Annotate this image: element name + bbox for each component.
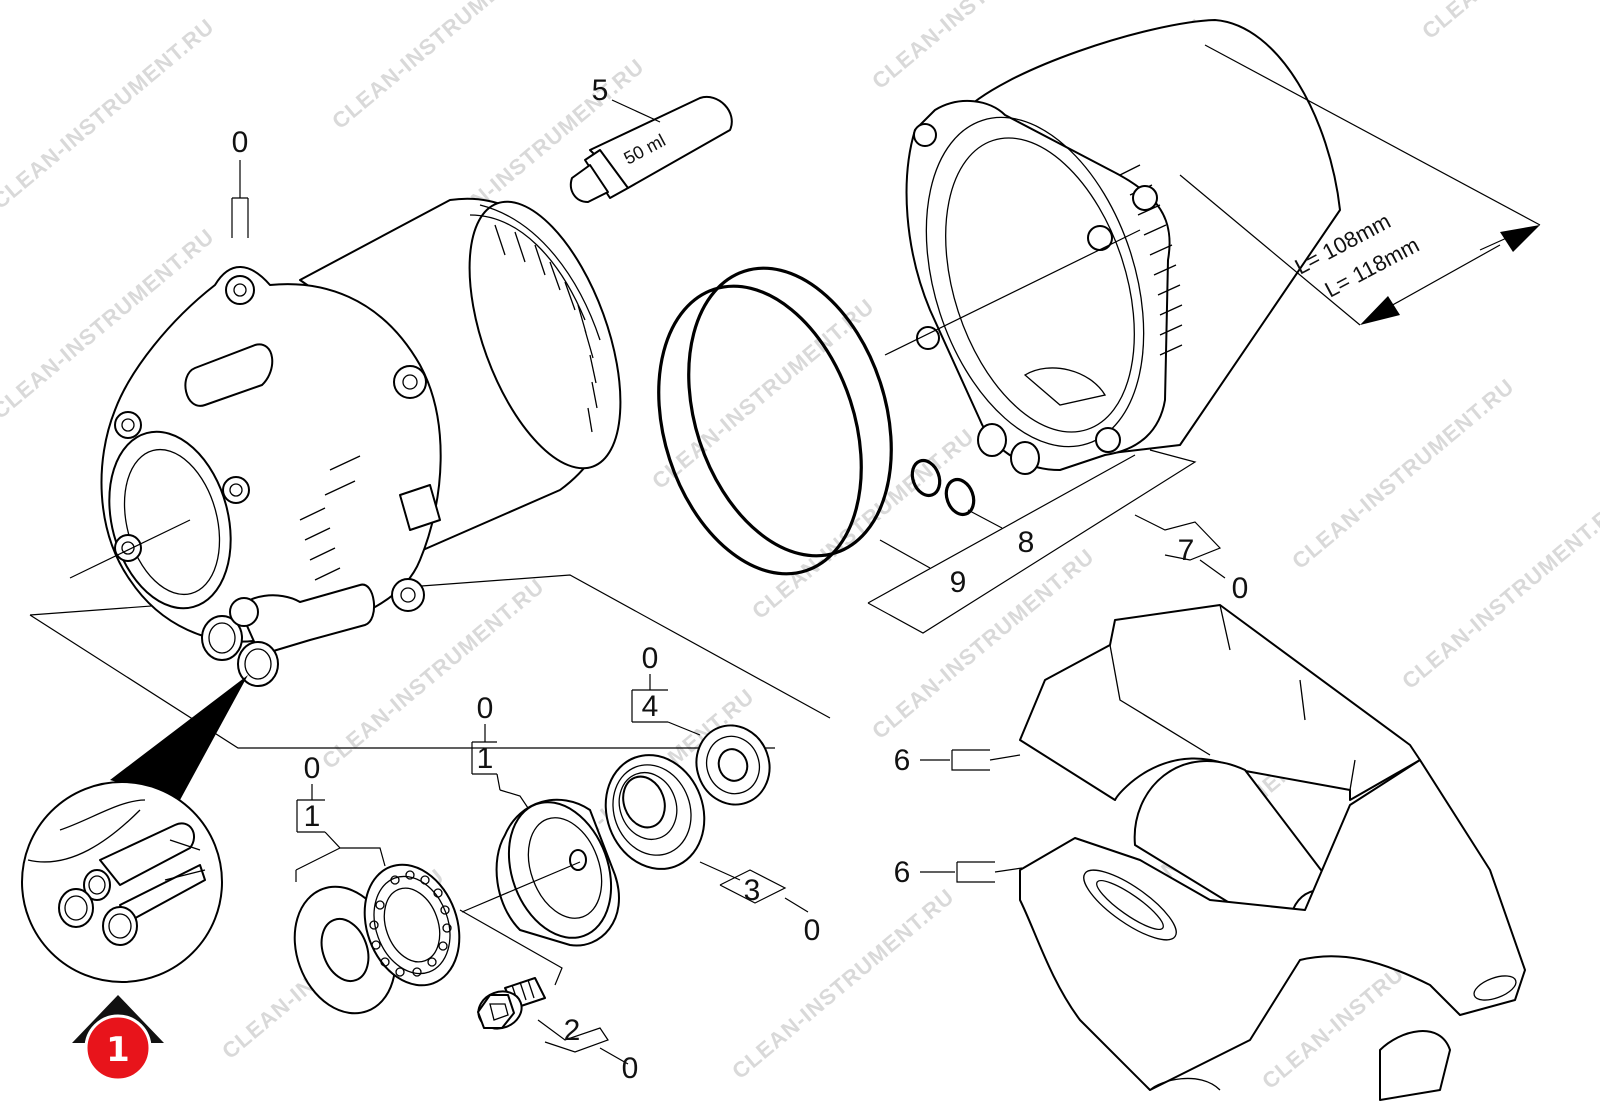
watermark: CLEAN-INSTRUMENT.RU — [1417, 0, 1600, 44]
callout-6-lower: 6 — [894, 856, 1023, 889]
callout-sub-label: 0 — [622, 1052, 639, 1085]
callout-top-label: 0 — [477, 692, 494, 725]
callout-6-upper: 6 — [894, 744, 1021, 777]
flange-bolt — [477, 977, 546, 1030]
assembly-group-outline-right — [867, 449, 1197, 634]
callout-label: 8 — [1018, 526, 1035, 559]
callout-label: 3 — [744, 874, 761, 907]
detail-view — [21, 675, 248, 983]
callout-top-label: 0 — [304, 752, 321, 785]
detail-badge: 1 — [72, 995, 164, 1082]
watermark: CLEAN-INSTRUMENT.RU — [327, 0, 559, 134]
callout-label: 7 — [1178, 534, 1195, 567]
watermark: CLEAN-INSTRUMENT.RU — [727, 884, 959, 1084]
callout-5: 5 — [592, 74, 661, 123]
detail-badge-number: 1 — [106, 1030, 130, 1070]
watermark: CLEAN-INSTRUMENT.RU — [1287, 374, 1519, 574]
large-o-ring — [657, 266, 893, 576]
callout-label: 4 — [642, 690, 659, 723]
callout-sub-label: 0 — [804, 914, 821, 947]
callout-9: 9 — [879, 539, 967, 599]
callout-8: 8 — [967, 509, 1035, 559]
callout-label: 1 — [477, 742, 494, 775]
callout-0-top: 0 — [231, 126, 249, 238]
needle-thrust-bearing — [363, 863, 461, 987]
pump-housing — [69, 197, 622, 687]
callout-label: 2 — [564, 1014, 581, 1047]
callout-1a: 0 1 — [295, 752, 386, 882]
assembly-axis-line — [461, 861, 581, 913]
ball-bearing — [604, 754, 706, 870]
callout-label: 0 — [232, 126, 249, 159]
callout-7: 7 0 — [1134, 514, 1249, 605]
shaft-seal — [695, 724, 771, 806]
callout-label: 5 — [592, 74, 609, 107]
callout-top-label: 0 — [642, 642, 659, 675]
callout-label: 1 — [304, 800, 321, 833]
watermark: CLEAN-INSTRUMENT.RU — [0, 14, 219, 214]
grease-tube: 50 ml — [569, 95, 733, 203]
callout-3: 3 0 — [699, 861, 821, 947]
callout-label: 9 — [950, 566, 967, 599]
watermark: CLEAN-INSTRUMENT.RU — [1397, 494, 1600, 694]
callout-1b: 0 1 — [471, 692, 529, 809]
upper-support-bracket — [1019, 604, 1421, 941]
callout-label: 6 — [894, 856, 911, 889]
small-o-rings — [910, 458, 976, 517]
detail-pointer — [110, 675, 248, 800]
callout-2: 2 0 — [459, 909, 639, 1085]
callout-4: 0 4 — [631, 642, 701, 736]
callout-label: 6 — [894, 744, 911, 777]
lower-support-bracket — [1019, 759, 1526, 1101]
watermark: CLEAN-INSTRUMENT.RU — [747, 424, 979, 624]
callout-sub-label: 0 — [1232, 572, 1249, 605]
watermark: CLEAN-INSTRUMENT.RU — [647, 294, 879, 494]
motor-flange — [884, 19, 1341, 475]
